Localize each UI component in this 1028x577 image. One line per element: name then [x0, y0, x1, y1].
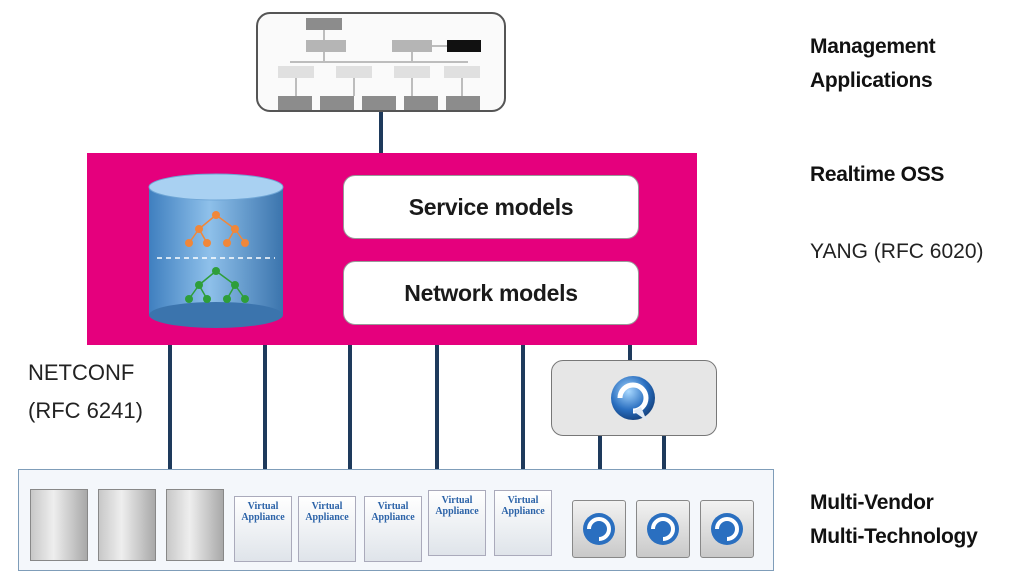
database-icon [148, 173, 284, 328]
controller-connector [628, 345, 632, 361]
multi-technology-line: Multi-Technology [810, 525, 978, 548]
netconf-connector [168, 345, 172, 469]
multi-vendor-label: Multi-Vendor Multi-Technology [810, 486, 978, 554]
management-app-box [256, 12, 506, 112]
physical-router-icon [572, 500, 626, 558]
netconf-line1: NETCONF [28, 360, 135, 385]
sdn-controller-box [551, 360, 717, 436]
multi-vendor-line: Multi-Vendor [810, 491, 934, 514]
management-label-line1: Management [810, 35, 936, 58]
network-models-box: Network models [343, 261, 639, 325]
netconf-connector [435, 345, 439, 469]
org-chart-icon [278, 18, 481, 110]
netconf-connector [263, 345, 267, 469]
physical-router-icon [636, 500, 690, 558]
service-models-box: Service models [343, 175, 639, 239]
yang-label: YANG (RFC 6020) [810, 240, 984, 263]
rack-server-icon [98, 489, 156, 561]
rack-server-icon [166, 489, 224, 561]
netconf-label: NETCONF (RFC 6241) [28, 354, 143, 430]
netconf-connector [348, 345, 352, 469]
realtime-oss-band: Service models Network models [87, 153, 697, 345]
netconf-connector [521, 345, 525, 469]
controller-logo-icon [647, 513, 679, 545]
rack-server-icon [30, 489, 88, 561]
physical-router-icon [700, 500, 754, 558]
management-label: Management Applications [810, 30, 936, 98]
controller-logo-icon [711, 513, 743, 545]
mgmt-connector [379, 112, 383, 154]
netconf-line2: (RFC 6241) [28, 398, 143, 423]
controller-logo-icon [611, 376, 655, 421]
realtime-oss-label: Realtime OSS [810, 163, 945, 186]
controller-logo-icon [583, 513, 615, 545]
management-label-line2: Applications [810, 69, 933, 92]
